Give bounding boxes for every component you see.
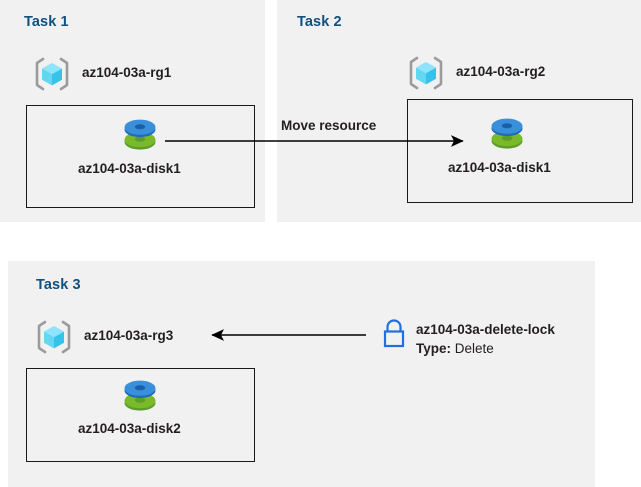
lock-name-label: az104-03a-delete-lock xyxy=(416,322,555,337)
lock-icon xyxy=(379,318,409,350)
resource-group-label-rg1: az104-03a-rg1 xyxy=(82,65,172,80)
managed-disk-icon-disk1 xyxy=(120,114,160,156)
connector-label-move-resource: Move resource xyxy=(281,118,377,133)
panel-task-1 xyxy=(0,0,265,222)
panel-title-task-3: Task 3 xyxy=(36,277,81,293)
panel-task-3 xyxy=(8,261,595,487)
resource-label-disk1-task-1: az104-03a-disk1 xyxy=(78,161,181,176)
lock-type-label: Type: Delete xyxy=(416,341,494,356)
managed-disk-icon-disk1 xyxy=(487,113,527,155)
resource-box-task-3 xyxy=(26,368,255,462)
managed-disk-icon-disk2 xyxy=(120,375,160,417)
resource-box-task-2 xyxy=(407,99,633,203)
resource-box-task-1 xyxy=(26,105,255,208)
resource-group-label-rg3: az104-03a-rg3 xyxy=(84,328,174,343)
panel-task-2 xyxy=(277,0,641,222)
resource-label-disk2-task-3: az104-03a-disk2 xyxy=(78,421,181,436)
resource-group-icon xyxy=(35,318,73,356)
panel-title-task-1: Task 1 xyxy=(24,14,69,30)
resource-group-icon xyxy=(407,54,445,92)
panel-title-task-2: Task 2 xyxy=(297,14,342,30)
lock-type-value: Delete xyxy=(454,341,494,356)
resource-label-disk1-task-2: az104-03a-disk1 xyxy=(448,160,551,175)
lock-type-key: Type: xyxy=(416,341,452,356)
resource-group-label-rg2: az104-03a-rg2 xyxy=(456,64,546,79)
resource-group-icon xyxy=(33,55,71,93)
